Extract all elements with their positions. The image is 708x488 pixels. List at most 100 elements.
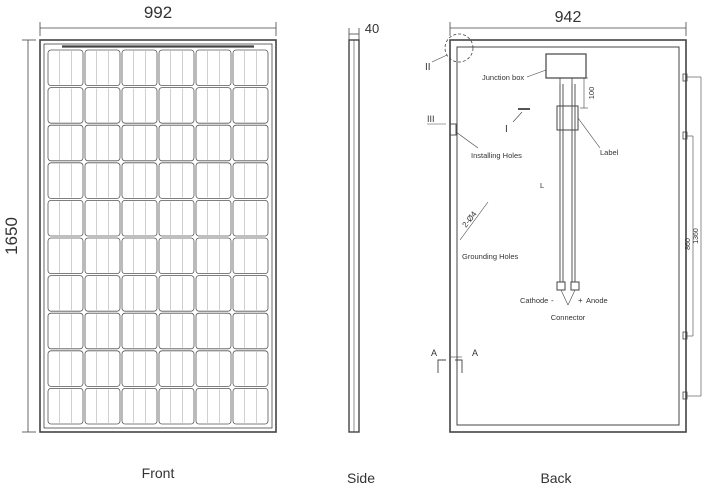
solar-cell: [84, 387, 121, 425]
solar-cell: [121, 87, 158, 124]
solar-cell: [158, 312, 195, 350]
detail-marker: II: [425, 62, 431, 73]
section-a-right-label: A: [472, 348, 478, 358]
solar-cell: [158, 87, 195, 124]
side-caption: Side: [347, 470, 375, 486]
connector-leader-right: [567, 289, 576, 306]
solar-cell: [195, 312, 232, 350]
back-view: 942 II Junction box 100 Label I L: [425, 9, 702, 433]
front-width-label: 992: [144, 3, 172, 22]
solar-cell: [47, 387, 84, 425]
connector-cathode: [556, 281, 566, 291]
junction-box: [545, 53, 587, 79]
solar-cell: [195, 275, 232, 312]
solar-cell: [121, 275, 158, 312]
label-i-leader: [512, 111, 523, 123]
label-i-mark: [518, 108, 530, 110]
installing-hole: [449, 123, 457, 136]
solar-cell: [158, 124, 195, 162]
solar-cell: [47, 124, 84, 162]
solar-cell: [47, 87, 84, 124]
label-i-marker: I: [505, 124, 508, 135]
installing-holes-label: Installing Holes: [471, 151, 522, 160]
detail-leader: [431, 54, 448, 63]
solar-cell: [84, 162, 121, 199]
dim-100-label: 100: [587, 87, 596, 100]
installing-holes-leader: [455, 131, 479, 149]
dim-1360-label: 1360: [693, 228, 700, 244]
solar-cell: [195, 350, 232, 387]
back-outer-frame: [449, 39, 687, 433]
junction-box-label: Junction box: [482, 73, 524, 82]
solar-cell: [121, 312, 158, 350]
dim-860-label: 860: [685, 238, 692, 250]
solar-cell: [121, 124, 158, 162]
mount-slot-bottom: [682, 391, 688, 400]
solar-cell: [195, 199, 232, 237]
solar-cell: [195, 87, 232, 124]
solar-cell: [232, 162, 269, 199]
section-a-right-mark: [455, 359, 463, 373]
connector-leader-left: [560, 289, 569, 306]
installing-marker: III: [427, 114, 435, 124]
front-view: 992 1650: [2, 3, 277, 433]
solar-cell: [84, 275, 121, 312]
solar-cell: [84, 124, 121, 162]
solar-cell: [47, 162, 84, 199]
solar-cell: [121, 199, 158, 237]
plus-sign: +: [578, 296, 583, 305]
solar-cell: [232, 350, 269, 387]
solar-cell: [121, 350, 158, 387]
solar-cell: [195, 162, 232, 199]
solar-cell: [158, 237, 195, 274]
solar-cell: [84, 312, 121, 350]
front-outer-frame: [39, 39, 277, 433]
side-view: 40: [348, 21, 379, 433]
solar-cell: [84, 87, 121, 124]
front-cell-grid: [47, 49, 269, 425]
section-a-left-label: A: [431, 348, 437, 358]
solar-cell: [121, 237, 158, 274]
solar-cell: [121, 162, 158, 199]
front-height-label: 1650: [2, 217, 21, 255]
side-thickness-label: 40: [365, 21, 379, 36]
solar-cell: [232, 312, 269, 350]
solar-cell: [84, 199, 121, 237]
solar-cell: [84, 237, 121, 274]
solar-cell: [47, 199, 84, 237]
solar-cell: [232, 237, 269, 274]
detail-circle-ii: [444, 33, 474, 63]
back-width-label: 942: [555, 9, 582, 26]
front-inner-frame: [43, 43, 273, 429]
solar-cell: [232, 124, 269, 162]
solar-cell: [121, 49, 158, 86]
solar-cell: [84, 49, 121, 86]
cathode-label: Cathode: [520, 296, 548, 305]
solar-cell: [158, 350, 195, 387]
solar-cell: [47, 312, 84, 350]
solar-cell: [158, 49, 195, 86]
solar-cell: [158, 199, 195, 237]
solar-cell: [195, 237, 232, 274]
solar-cell: [121, 387, 158, 425]
junction-box-leader: [526, 69, 547, 78]
solar-cell: [195, 124, 232, 162]
cable-length-label: L: [540, 181, 544, 190]
grounding-dim-label: 2-Ø4: [460, 209, 478, 229]
mount-slot-top: [682, 73, 688, 82]
solar-cell: [232, 387, 269, 425]
solar-cell: [195, 49, 232, 86]
solar-cell: [84, 350, 121, 387]
connector-anode: [570, 281, 580, 291]
solar-cell: [195, 387, 232, 425]
solar-cell: [232, 199, 269, 237]
solar-cell: [158, 275, 195, 312]
solar-cell: [47, 237, 84, 274]
solar-cell: [47, 350, 84, 387]
solar-cell: [47, 275, 84, 312]
solar-cell: [158, 162, 195, 199]
grounding-holes-label: Grounding Holes: [462, 252, 519, 261]
solar-cell: [232, 49, 269, 86]
mount-slot-lower: [682, 331, 688, 340]
